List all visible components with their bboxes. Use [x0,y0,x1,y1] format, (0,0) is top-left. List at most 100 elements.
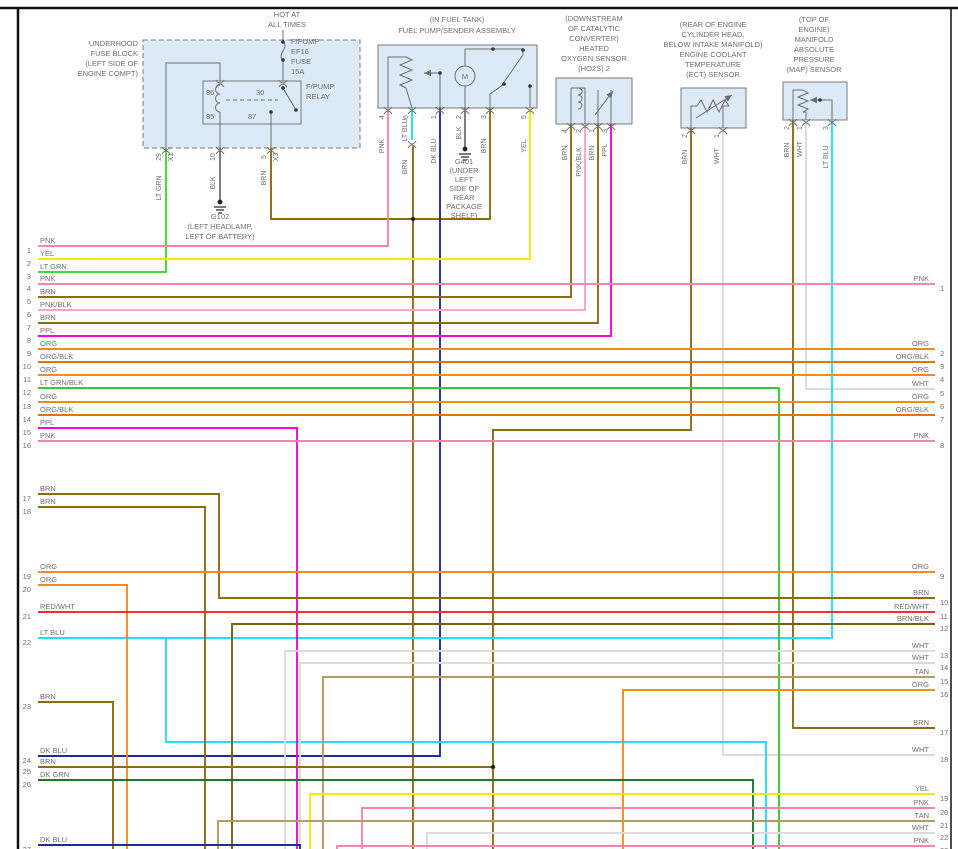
wire-id-vertical-label: BRN [562,146,569,161]
wire-yel [309,793,935,849]
arrowhead-icon [424,69,431,77]
connector-icon [525,106,535,111]
wire-wht [284,650,935,849]
symbol-line [489,83,505,108]
left-wire-color-label: ORG/BLK [40,405,73,414]
wire-id-vertical-label: LT GRN [156,175,163,200]
wire-brn [38,493,935,599]
left-wire-color-label: RED/WHT [40,602,75,611]
g401-ground [459,146,471,161]
wire-id-vertical-label: 3 [481,115,488,119]
right-wire-color-label: YEL [915,784,929,793]
wire-tan [217,820,935,849]
left-terminal-number: 7 [27,323,31,332]
connector-icon [580,126,590,131]
wire-pnk [38,108,389,247]
connector-icon [215,79,225,84]
wire-pnk-blk [38,124,586,311]
symbol-path [215,84,221,113]
right-terminal-number: 10 [940,598,948,607]
contact-dot [281,58,285,62]
wire-id-vertical-label: 1 [589,129,596,133]
right-wire-color-label: ORG [912,365,929,374]
left-wire-color-label: ORG/BLK [40,352,73,361]
right-wire-color-label: WHT [912,745,929,754]
relay-pin-85: 85 [206,112,214,121]
left-wire-color-label: BRN [40,692,56,701]
connector-icon [606,122,616,127]
wire-ppl [38,427,298,849]
connector-icon [278,83,288,88]
wire-lt-blu [38,120,833,639]
connector-icon [161,146,171,151]
wire-wht [426,832,935,849]
contact-dot [502,82,506,86]
arrowhead-icon [606,91,613,99]
left-wire-color-label: ORG [40,365,57,374]
left-wire-color-label: PNK [40,274,55,283]
connector-icon [718,126,728,131]
connector-icon [580,122,590,127]
left-wire-color-label: BRN [40,757,56,766]
right-wire-color-label: ORG [912,339,929,348]
right-terminal-number: 7 [940,415,944,424]
left-wire-color-label: BRN [40,313,56,322]
left-terminal-number: 14 [23,415,31,424]
left-wire-color-label: PNK [40,431,55,440]
left-wire-color-label: ORG [40,392,57,401]
symbol-line [165,62,221,148]
right-wire-color-label: TAN [915,811,929,820]
wire-brn [270,148,413,220]
wire-id-vertical-label: PNK/BLK [576,147,583,177]
ground-ball-icon [462,146,468,152]
connector-icon [435,110,445,115]
wire-id-vertical-label: 6 [403,115,410,119]
left-terminal-number: 21 [23,612,31,621]
right-terminal-number: 18 [940,755,948,764]
symbol-path [696,98,730,114]
connector-icon [383,106,393,111]
relay-box [202,80,302,125]
left-terminal-number: 23 [23,702,31,711]
right-terminal-number: 20 [940,808,948,817]
connector-icon [435,106,445,111]
wire-id-vertical-label: 4 [379,115,386,119]
fuel-pump-label: (IN FUEL TANK)FUEL PUMP/SENDER ASSEMBLY [398,15,516,35]
wire-id-vertical-label: BRN [261,171,268,186]
right-wire-color-label: ORG/BLK [896,405,929,414]
wire-id-vertical-label: PPL [602,143,609,156]
right-terminal-number: 2 [940,349,944,358]
left-wire-color-label: ORG [40,575,57,584]
left-wire-color-label: DK BLU [40,835,67,844]
right-terminal-number: 17 [940,728,948,737]
connector-icon [485,106,495,111]
contact-dot [818,98,822,102]
wire-pnk [361,807,935,849]
left-wire-color-label: PNK [40,236,55,245]
wire-id-vertical-label: 5 [521,115,528,119]
wire-brn [38,701,114,849]
left-terminal-number: 15 [23,428,31,437]
wire-id-vertical-label: 2 [682,134,689,138]
connector-icon [827,118,837,123]
arrowhead-icon [810,96,817,104]
right-wire-color-label: ORG [912,562,929,571]
junction-dot [410,216,416,222]
right-terminal-number: 14 [940,663,948,672]
right-terminal-number: 5 [940,389,944,398]
wire-id-vertical-label: 3 [602,129,609,133]
left-terminal-number: 3 [27,272,31,281]
contact-dot [438,71,442,75]
ect-box [680,87,747,129]
component-internal-symbols [165,30,833,148]
connector-icon [407,140,417,145]
wire-dk-blu [38,844,301,849]
left-terminal-number: 10 [23,362,31,371]
connector-icon [593,126,603,131]
right-wire-color-label: TAN [915,667,929,676]
left-terminal-number: 24 [23,756,31,765]
connector-icon [593,122,603,127]
